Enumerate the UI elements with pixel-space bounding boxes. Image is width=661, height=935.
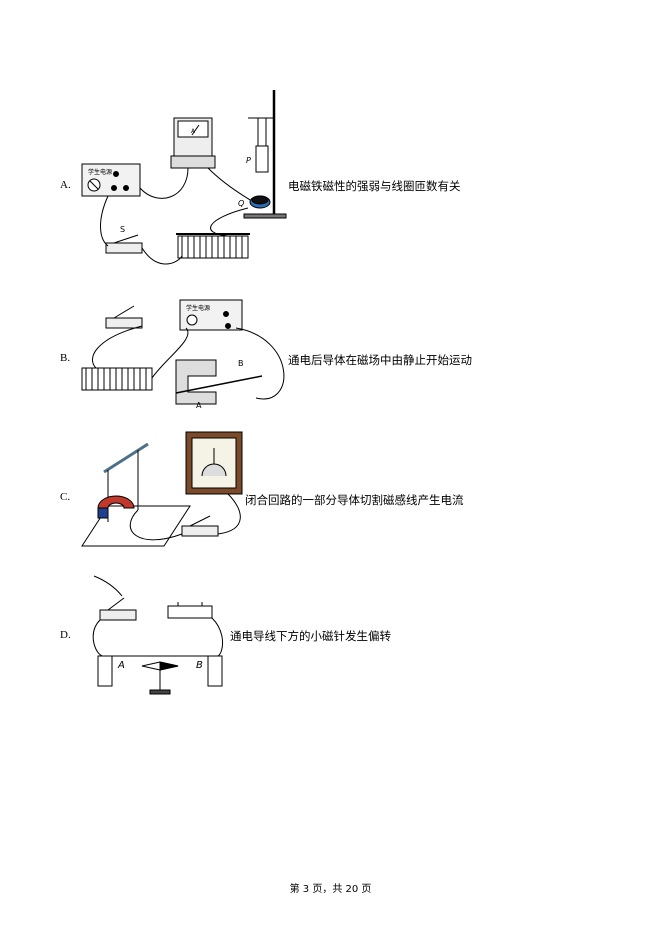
- letter-a: A: [196, 401, 202, 410]
- letter-b: B: [238, 359, 244, 368]
- switch: [105, 242, 143, 254]
- switch: [99, 609, 137, 621]
- power-supply-label: 学生电源: [88, 168, 112, 176]
- switch: [105, 317, 143, 329]
- power-supply-label-b: 学生电源: [186, 304, 210, 312]
- page-footer: 第 3 页，共 20 页: [289, 884, 372, 895]
- option-b-text: 通电后导体在磁场中由静止开始运动: [288, 353, 472, 367]
- option-c-label: C.: [60, 491, 71, 503]
- support-b: [207, 655, 223, 687]
- letter-b: B: [196, 660, 203, 671]
- ammeter-letter: A: [191, 128, 196, 135]
- letter-q: Q: [238, 199, 244, 208]
- option-d-figure: A B: [92, 575, 223, 695]
- stand-rod: [103, 442, 149, 474]
- option-c-text: 闭合回路的一部分导体切割磁感线产生电流: [245, 493, 464, 507]
- base-plate: [81, 505, 191, 547]
- option-a-label: A.: [60, 179, 71, 191]
- letter-s: S: [120, 225, 125, 234]
- letter-p: P: [246, 156, 251, 165]
- option-a-text: 电磁铁磁性的强弱与线圈匝数有关: [288, 179, 461, 193]
- option-d-text: 通电导线下方的小磁针发生偏转: [230, 629, 391, 643]
- option-b-label: B.: [60, 352, 71, 364]
- magnet-s: [97, 507, 109, 519]
- option-c-figure: [81, 431, 243, 547]
- letter-a: A: [117, 660, 125, 671]
- option-b-figure: 学生电源 B A: [81, 299, 285, 410]
- switch: [181, 525, 219, 537]
- conductor-rod: [175, 375, 263, 394]
- support-a: [97, 655, 113, 687]
- horseshoe-magnet: [175, 359, 217, 405]
- option-a-figure: 学生电源 A P Q S: [81, 90, 287, 265]
- option-d-label: D.: [60, 629, 71, 641]
- magnet-n: [97, 495, 135, 509]
- battery: [167, 605, 213, 619]
